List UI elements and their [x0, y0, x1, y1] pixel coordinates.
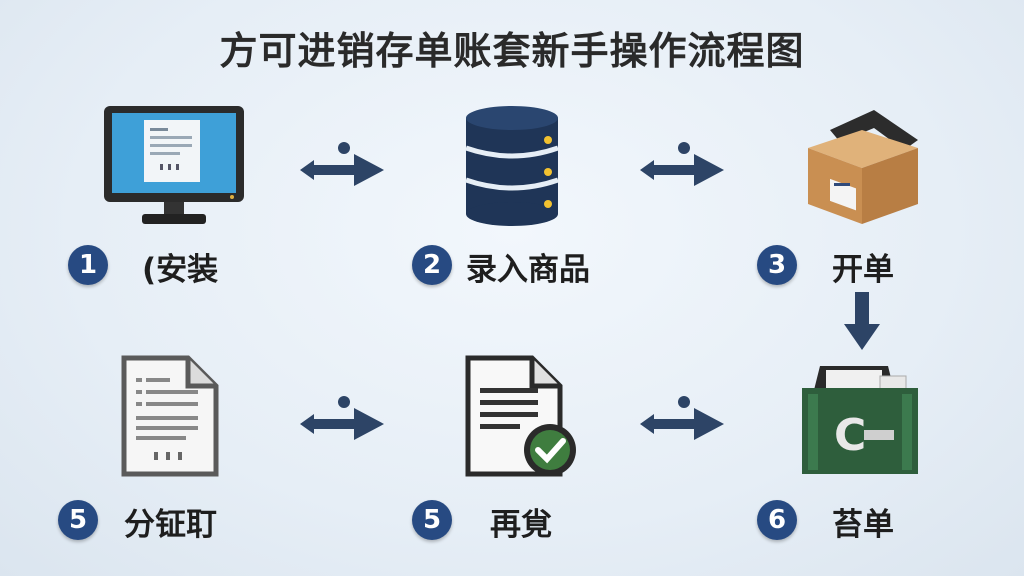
step-3-number-badge: 3: [757, 245, 797, 285]
step-2-number-badge: 2: [412, 245, 452, 285]
step-3-label: 开单: [832, 252, 894, 288]
step-6-label: 苔单: [832, 507, 894, 543]
step-4-label: 分钲耵: [124, 507, 217, 543]
monitor-icon: [104, 106, 244, 224]
arrow-step1-to-step2: [300, 142, 384, 186]
arrow-step5-to-step6: [640, 396, 724, 440]
scanner-icon: C: [802, 366, 918, 474]
arrow-step2-to-step3: [640, 142, 724, 186]
step-1-label: (安装: [142, 252, 219, 288]
document-icon: [121, 355, 219, 477]
step-6-number-badge: 6: [757, 500, 797, 540]
step-5-label: 再覍: [490, 507, 552, 543]
arrow-step4-to-step5: [300, 396, 384, 440]
step-4-number-badge: 5: [58, 500, 98, 540]
page-title: 方可进销存单账套新手操作流程图: [219, 29, 805, 73]
svg-text:C: C: [834, 410, 866, 461]
step-2-label: 录入商品: [466, 252, 590, 288]
document-check-icon: [465, 355, 576, 477]
database-icon: [465, 106, 559, 226]
step-1-number-badge: 1: [68, 245, 108, 285]
package-box-icon: [808, 110, 918, 224]
step-5-number-badge: 5: [412, 500, 452, 540]
arrow-step3-to-step6: [844, 292, 880, 350]
